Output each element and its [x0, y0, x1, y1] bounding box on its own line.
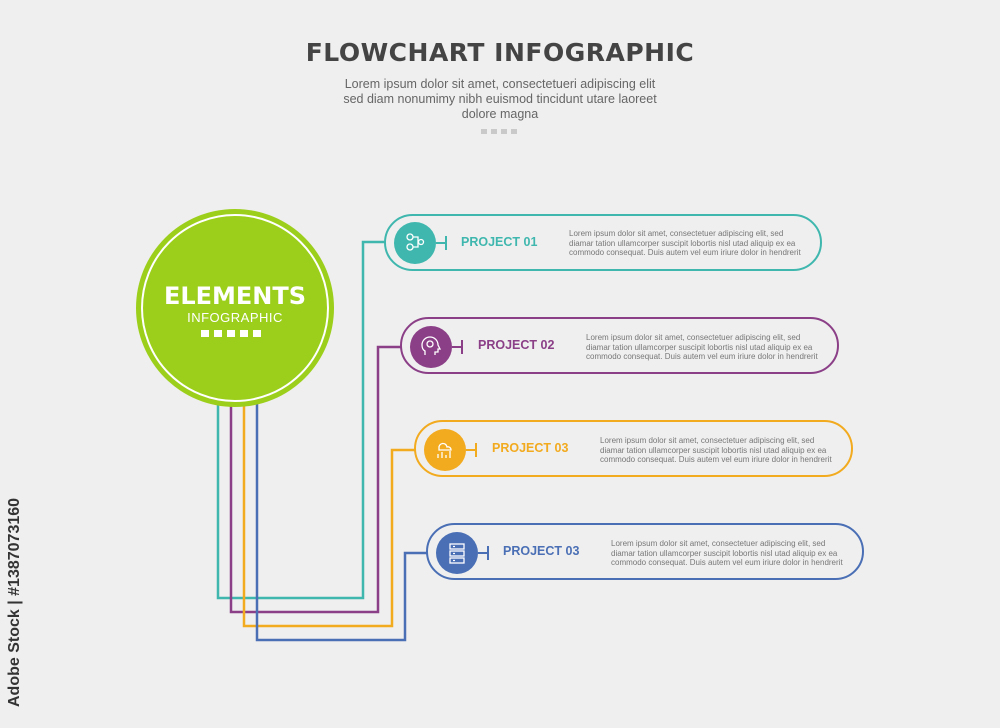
- project-card-3: [414, 420, 853, 477]
- project-label-3: PROJECT 03: [492, 441, 569, 455]
- center-subtitle: INFOGRAPHIC: [187, 310, 283, 325]
- stock-watermark: Adobe Stock | #1387073160: [6, 497, 23, 707]
- project-label-4: PROJECT 03: [503, 544, 580, 558]
- elements-circle: ELEMENTS INFOGRAPHIC: [136, 209, 334, 407]
- server-rack-icon: [436, 532, 478, 574]
- connector-line-2: [229, 345, 402, 614]
- project-description-1: Lorem ipsum dolor sit amet, consectetuer…: [569, 229, 801, 257]
- connector-line-1: [216, 240, 386, 600]
- head-gear-icon: [410, 326, 452, 368]
- project-label-2: PROJECT 02: [478, 338, 555, 352]
- brain-network-icon: [394, 222, 436, 264]
- project-card-1: [384, 214, 822, 271]
- connector-line-3: [242, 400, 416, 628]
- project-label-1: PROJECT 01: [461, 235, 538, 249]
- page-subtitle: Lorem ipsum dolor sit amet, consectetuer…: [343, 77, 657, 121]
- page-title: FLOWCHART INFOGRAPHIC: [305, 38, 695, 67]
- project-description-4: Lorem ipsum dolor sit amet, consectetuer…: [611, 539, 843, 567]
- project-description-2: Lorem ipsum dolor sit amet, consectetuer…: [586, 333, 818, 361]
- project-description-3: Lorem ipsum dolor sit amet, consectetuer…: [600, 436, 832, 464]
- project-card-2: [400, 317, 839, 374]
- center-dots: [201, 330, 261, 337]
- cloud-chart-icon: [424, 429, 466, 471]
- project-card-4: [426, 523, 864, 580]
- center-title: ELEMENTS: [163, 282, 307, 310]
- subtitle-dots: [481, 129, 517, 134]
- connector-line-4: [255, 400, 428, 642]
